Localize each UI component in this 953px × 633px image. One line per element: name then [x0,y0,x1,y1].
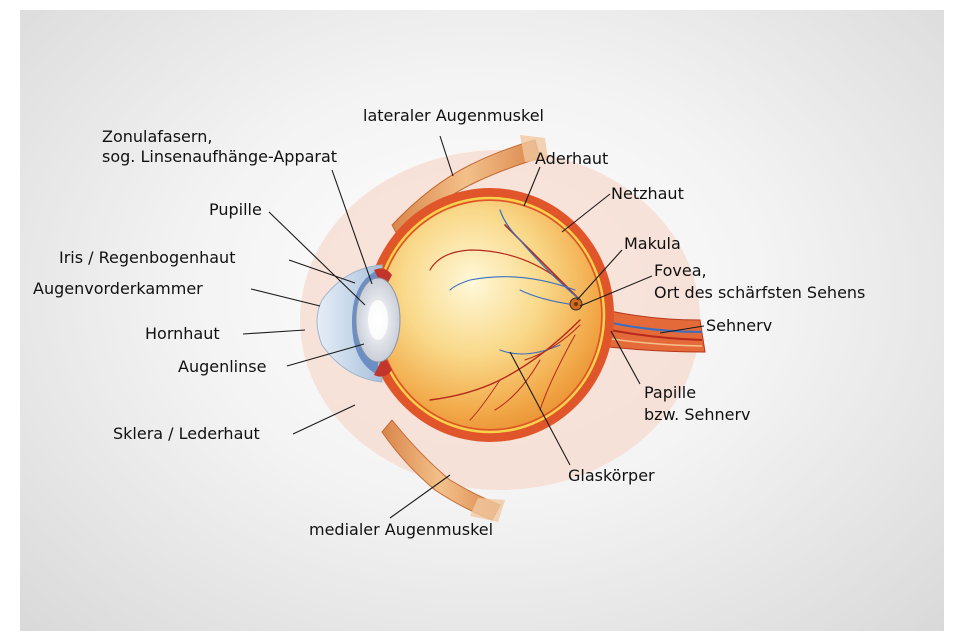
label-lateral-muscle: lateraler Augenmuskel [363,106,544,125]
label-papille-2: bzw. Sehnerv [644,405,751,424]
label-fovea-2: Ort des schärfsten Sehens [654,283,865,302]
label-pupille: Pupille [209,200,262,219]
diagram-background: lateraler Augenmuskel Zonulafasern, sog.… [20,10,944,631]
label-sehnerv: Sehnerv [706,316,772,335]
label-iris: Iris / Regenbogenhaut [59,248,235,267]
label-sklera: Sklera / Lederhaut [113,424,260,443]
label-zonula-2: sog. Linsenaufhänge-Apparat [102,147,337,166]
eye-diagram: lateraler Augenmuskel Zonulafasern, sog.… [20,10,944,631]
label-medial-muscle: medialer Augenmuskel [309,520,493,539]
label-glaskoerper: Glaskörper [568,466,655,485]
label-hornhaut: Hornhaut [145,324,220,343]
label-papille-1: Papille [644,383,696,402]
label-augenlinse: Augenlinse [178,357,266,376]
label-netzhaut: Netzhaut [611,184,684,203]
label-makula: Makula [624,234,681,253]
label-augenvorderkammer: Augenvorderkammer [33,279,203,298]
label-fovea-1: Fovea, [654,261,707,280]
label-aderhaut: Aderhaut [535,149,608,168]
label-zonula-1: Zonulafasern, [102,127,212,146]
